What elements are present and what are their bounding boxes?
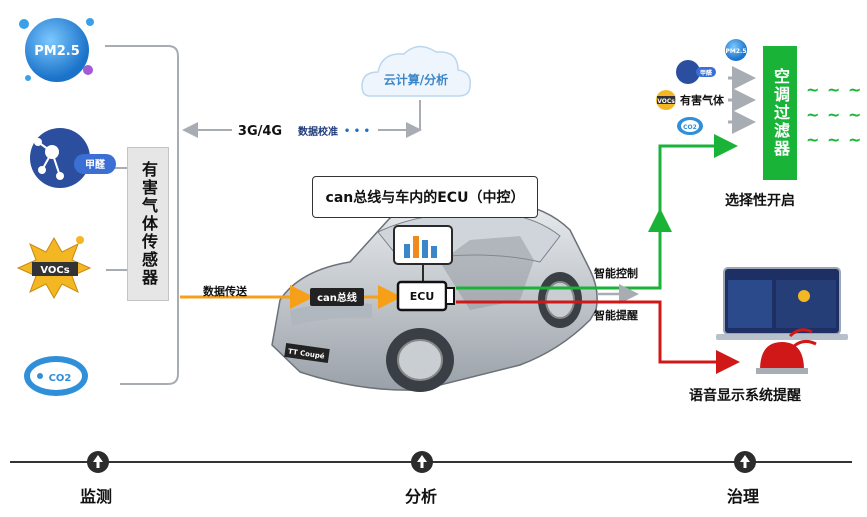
filter-formaldehyde-label: 甲醛 xyxy=(700,69,713,77)
smart-alert-label: 智能提醒 xyxy=(594,309,638,322)
smart-control-label: 智能控制 xyxy=(594,267,638,280)
timeline-marker-treat xyxy=(734,451,756,473)
dashboard-screen-icon xyxy=(716,267,848,340)
filter-formaldehyde-icon xyxy=(676,60,716,84)
pm25-label: PM2.5 xyxy=(34,44,80,59)
ecu-label: ECU xyxy=(410,290,435,303)
filter-input-arrows xyxy=(728,66,756,134)
vocs-sensor-icon xyxy=(16,236,92,300)
ecu-callout-box: can总线与车内的ECU（中控） xyxy=(312,176,538,218)
voice-alert-label: 语音显示系统提醒 xyxy=(689,388,801,404)
airflow-wave-3: ~ ~ ~ xyxy=(806,130,863,149)
ac-filter-box: 空调过滤器 xyxy=(763,46,797,180)
timeline-marker-monitor xyxy=(87,451,109,473)
dashboard-chart-icon xyxy=(393,225,453,282)
timeline-marker-analyze xyxy=(411,451,433,473)
filter-control-path xyxy=(658,134,738,214)
filter-pm25-label: PM2.5 xyxy=(726,48,747,55)
canbus-label-bg xyxy=(310,288,364,306)
network-dots: • • • xyxy=(344,126,370,137)
smart-alert-path xyxy=(456,300,740,374)
stage-monitor-label: 监测 xyxy=(80,487,113,506)
network-verify-label: 数据校准 xyxy=(298,125,338,138)
canbus-label: can总线 xyxy=(317,291,357,304)
selective-open-label: 选择性开启 xyxy=(725,193,795,209)
stage-analyze-label: 分析 xyxy=(405,487,438,506)
ecu-callout-label: can总线与车内的ECU（中控） xyxy=(325,190,525,206)
filter-harmful-gas-label: 有害气体 xyxy=(680,93,725,107)
network-label: 3G/4G xyxy=(238,124,282,139)
data-transfer-label: 数据传送 xyxy=(203,285,247,298)
vocs-label: VOCs xyxy=(40,265,69,276)
filter-pm25-icon xyxy=(725,39,747,61)
ecu-module xyxy=(396,280,455,312)
formaldehyde-label: 甲醛 xyxy=(85,158,106,171)
cloud-label: 云计算/分析 xyxy=(384,72,448,87)
filter-vocs-icon xyxy=(656,90,676,110)
cloud-icon xyxy=(361,45,471,97)
airflow-wave-2: ~ ~ ~ xyxy=(806,105,863,124)
formaldehyde-sensor-icon xyxy=(30,128,116,188)
pm25-sensor-icon xyxy=(19,18,94,82)
sensor-box-label: 有害气体传感器 xyxy=(139,161,158,287)
smart-control-path xyxy=(456,208,672,290)
harmful-gas-sensor-box: 有害气体传感器 xyxy=(127,147,169,301)
airflow-wave-1: ~ ~ ~ xyxy=(806,80,863,99)
co2-sensor-icon xyxy=(24,356,88,396)
filter-label: 空调过滤器 xyxy=(771,68,790,158)
stage-treat-label: 治理 xyxy=(727,487,760,506)
filter-co2-label: CO2 xyxy=(683,124,697,131)
filter-co2-icon xyxy=(677,117,703,135)
siren-alarm-icon xyxy=(756,328,817,374)
network-link xyxy=(182,100,422,138)
filter-vocs-label: VOCs xyxy=(657,98,675,105)
co2-label: CO2 xyxy=(49,373,72,384)
